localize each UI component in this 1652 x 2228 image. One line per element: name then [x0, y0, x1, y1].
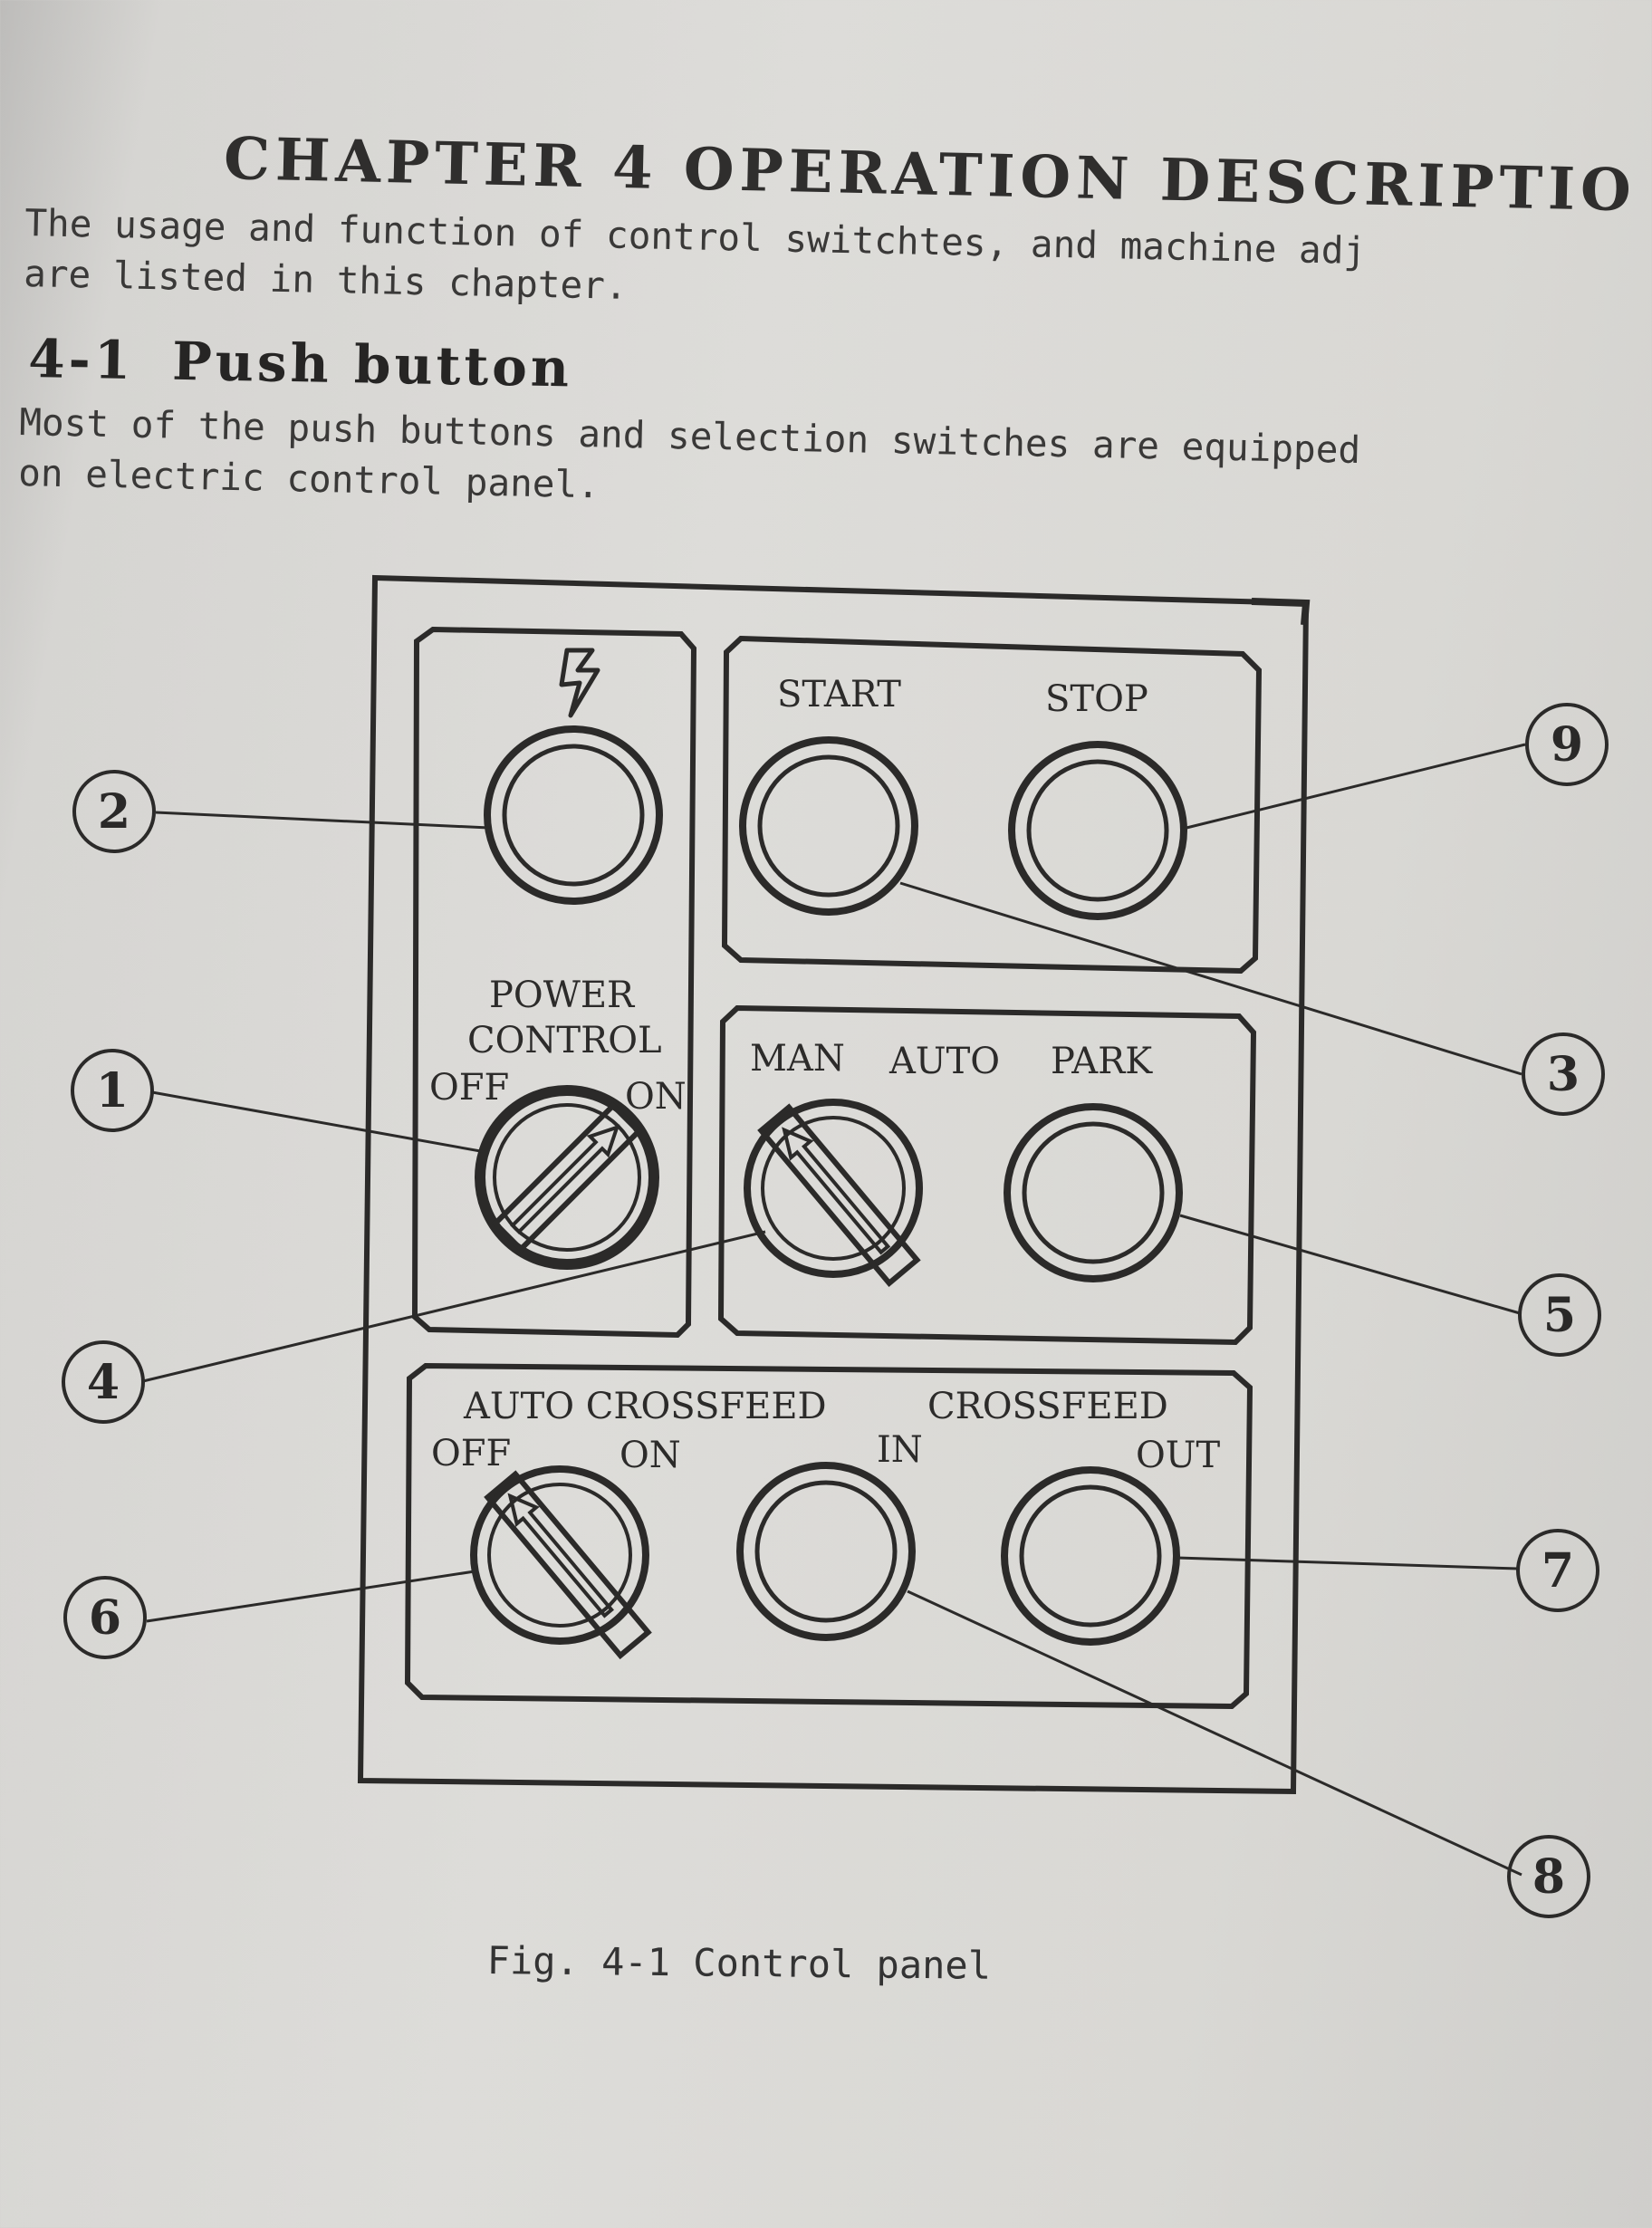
auto-crossfeed-label: AUTO CROSSFEED — [463, 1386, 827, 1427]
svg-text:8: 8 — [1532, 1849, 1565, 1905]
svg-text:1: 1 — [96, 1063, 129, 1119]
callout-9: 9 — [1525, 703, 1609, 786]
crossfeed-off-label: OFF — [431, 1433, 511, 1474]
power-on-label: ON — [625, 1076, 687, 1118]
crossfeed-out-button[interactable] — [1001, 1466, 1180, 1646]
selector-arrow-icon — [757, 1103, 921, 1288]
callout-1: 1 — [71, 1049, 154, 1132]
lightning-icon — [559, 648, 600, 718]
power-control-label-line1: POWER — [489, 975, 636, 1016]
park-button[interactable] — [1004, 1103, 1183, 1282]
auto-crossfeed-selector-switch[interactable] — [470, 1465, 652, 1660]
svg-text:7: 7 — [1542, 1543, 1574, 1599]
callout-5: 5 — [1518, 1273, 1601, 1357]
park-label: PARK — [1051, 1041, 1153, 1082]
svg-text:5: 5 — [1543, 1288, 1576, 1343]
power-indicator-lamp[interactable] — [484, 725, 663, 905]
svg-text:2: 2 — [98, 784, 130, 840]
mode-subpanel — [717, 1004, 1257, 1346]
svg-text:9: 9 — [1551, 717, 1583, 773]
man-auto-selector-switch[interactable] — [744, 1099, 923, 1288]
callout-3: 3 — [1522, 1032, 1605, 1116]
start-label: START — [777, 674, 901, 715]
selector-arrow-icon — [484, 1470, 652, 1660]
crossfeed-on-label: ON — [620, 1435, 681, 1476]
callout-2: 2 — [72, 770, 156, 853]
crossfeed-in-button[interactable] — [736, 1462, 916, 1641]
power-control-switch[interactable] — [475, 1085, 659, 1270]
panel-frame-corner — [1251, 598, 1311, 626]
figure-caption: Fig. 4-1 Control panel — [486, 1938, 992, 1988]
power-subpanel — [411, 626, 697, 1339]
start-button[interactable] — [739, 736, 918, 916]
crossfeed-subpanel — [404, 1362, 1253, 1710]
svg-text:6: 6 — [89, 1590, 121, 1646]
svg-text:3: 3 — [1547, 1047, 1580, 1102]
selector-arrow-icon — [491, 1101, 643, 1253]
crossfeed-in-label: IN — [877, 1429, 923, 1471]
man-label: MAN — [750, 1038, 845, 1080]
stop-button[interactable] — [1008, 741, 1187, 920]
crossfeed-label: CROSSFEED — [927, 1386, 1168, 1427]
panel-frame — [357, 574, 1310, 1795]
callout-4: 4 — [62, 1340, 145, 1424]
svg-text:4: 4 — [87, 1355, 120, 1410]
crossfeed-out-label: OUT — [1136, 1435, 1221, 1476]
callout-6: 6 — [63, 1576, 147, 1659]
leader-lines — [142, 743, 1526, 1877]
power-control-label-line2: CONTROL — [467, 1020, 662, 1061]
stop-label: STOP — [1045, 678, 1148, 720]
callout-8: 8 — [1507, 1835, 1590, 1918]
start-stop-subpanel — [721, 635, 1263, 975]
auto-label: AUTO — [888, 1041, 1000, 1082]
power-off-label: OFF — [429, 1067, 509, 1109]
callout-7: 7 — [1516, 1529, 1599, 1612]
